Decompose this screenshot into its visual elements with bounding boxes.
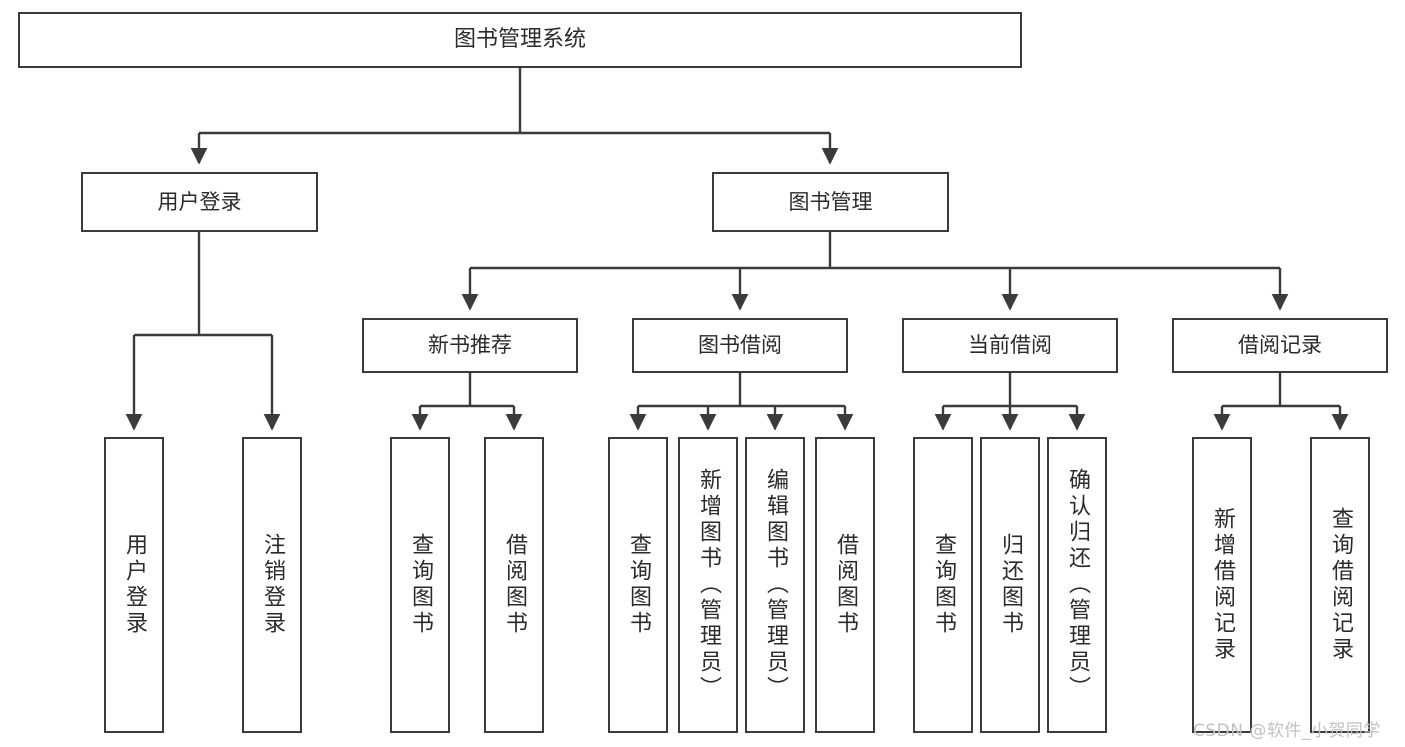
node-label: 借阅图书 <box>833 533 858 637</box>
node-root-system[interactable]: 图书管理系统 <box>18 12 1022 68</box>
node-label: 当前借阅 <box>968 333 1052 358</box>
node-label: 新增借阅记录 <box>1210 507 1235 663</box>
leaf-borrow-query-book[interactable]: 查询图书 <box>608 437 668 733</box>
node-label: 查询图书 <box>626 533 651 637</box>
leaf-records-add-record[interactable]: 新增借阅记录 <box>1192 437 1252 733</box>
leaf-user-login[interactable]: 用户登录 <box>104 437 164 733</box>
node-label: 新增图书（管理员） <box>696 468 721 702</box>
node-label: 图书管理 <box>788 189 873 214</box>
leaf-records-query-record[interactable]: 查询借阅记录 <box>1310 437 1370 733</box>
node-label: 查询图书 <box>931 533 956 637</box>
node-new-book-recommend[interactable]: 新书推荐 <box>362 318 578 373</box>
leaf-current-query-book[interactable]: 查询图书 <box>913 437 973 733</box>
leaf-current-return-book[interactable]: 归还图书 <box>980 437 1040 733</box>
node-label: 借阅图书 <box>502 533 527 637</box>
node-label: 归还图书 <box>998 533 1023 637</box>
node-label: 注销登录 <box>260 533 285 637</box>
node-label: 查询借阅记录 <box>1328 507 1353 663</box>
node-label: 图书借阅 <box>698 333 782 358</box>
node-label: 查询图书 <box>408 533 433 637</box>
leaf-borrow-edit-book-admin[interactable]: 编辑图书（管理员） <box>745 437 805 733</box>
node-label: 确认归还（管理员） <box>1065 468 1090 702</box>
leaf-newbook-borrow-book[interactable]: 借阅图书 <box>484 437 544 733</box>
node-label: 编辑图书（管理员） <box>763 468 788 702</box>
csdn-watermark: CSDN @软件_小贺同学 <box>1193 721 1381 741</box>
node-label: 新书推荐 <box>428 333 512 358</box>
node-book-management[interactable]: 图书管理 <box>712 172 949 232</box>
node-label: 用户登录 <box>122 533 147 637</box>
leaf-newbook-query-book[interactable]: 查询图书 <box>390 437 450 733</box>
leaf-current-confirm-return-admin[interactable]: 确认归还（管理员） <box>1047 437 1107 733</box>
leaf-borrow-borrow-book[interactable]: 借阅图书 <box>815 437 875 733</box>
node-label: 借阅记录 <box>1238 333 1322 358</box>
node-label: 图书管理系统 <box>453 27 586 53</box>
leaf-borrow-add-book-admin[interactable]: 新增图书（管理员） <box>678 437 738 733</box>
node-user-login[interactable]: 用户登录 <box>81 172 318 232</box>
node-current-borrow[interactable]: 当前借阅 <box>902 318 1118 373</box>
node-label: 用户登录 <box>157 189 242 214</box>
leaf-user-logout[interactable]: 注销登录 <box>242 437 302 733</box>
node-borrow-records[interactable]: 借阅记录 <box>1172 318 1388 373</box>
node-book-borrow[interactable]: 图书借阅 <box>632 318 848 373</box>
